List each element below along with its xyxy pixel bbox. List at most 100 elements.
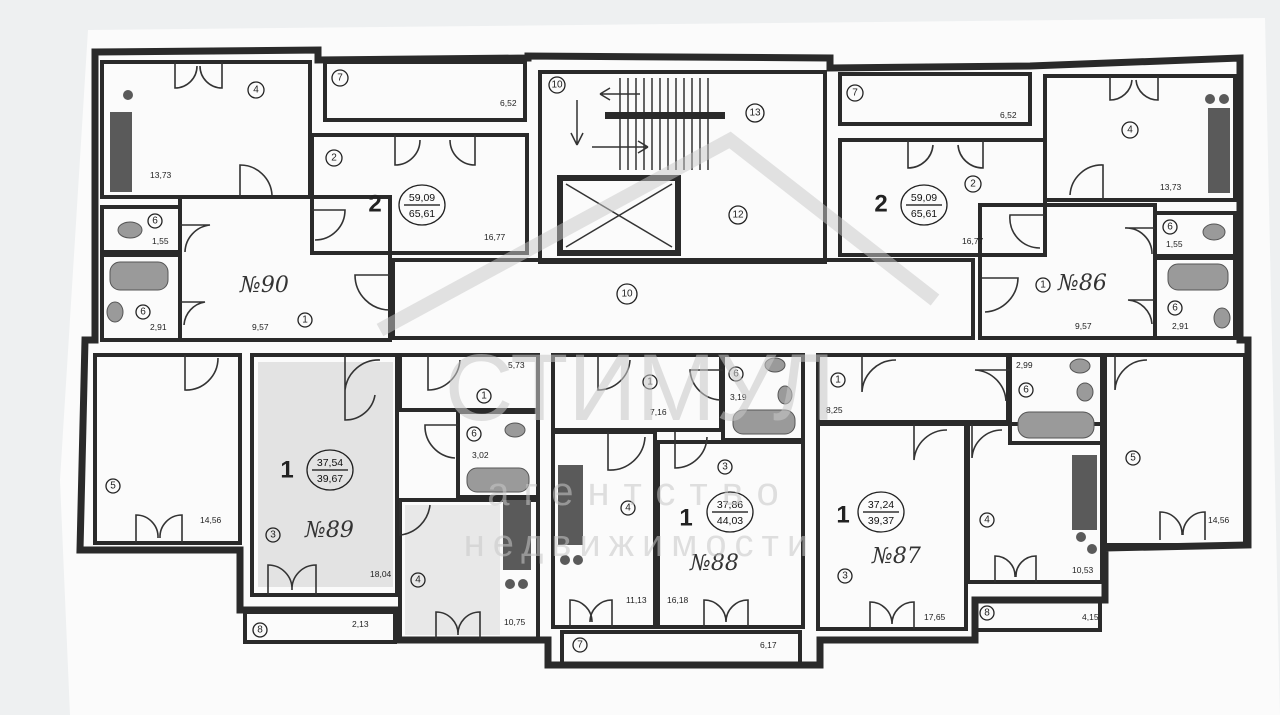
- room-tag: 7: [572, 637, 588, 653]
- svg-text:7: 7: [852, 88, 858, 99]
- apartment-area-badge: [306, 449, 354, 491]
- elevator-shaft: [557, 175, 681, 256]
- svg-text:39,37: 39,37: [868, 515, 894, 527]
- svg-text:№86: №86: [1057, 271, 1107, 296]
- sink-icon: [1202, 223, 1226, 241]
- room-tag: 1: [297, 312, 313, 328]
- watermark: СТИМУЛ агентство недвижимости: [376, 131, 940, 565]
- svg-text:7: 7: [577, 640, 583, 651]
- bathtub: [466, 467, 530, 493]
- svg-text:8,25: 8,25: [826, 405, 843, 415]
- svg-text:6: 6: [471, 429, 477, 440]
- apartment-area-badge: [398, 184, 446, 226]
- svg-text:4: 4: [415, 575, 421, 586]
- sink-icon: [117, 221, 143, 239]
- corridor: 10: [391, 258, 975, 340]
- room-tag: 8: [252, 622, 268, 638]
- apartment-87: 1 8,25 6 2,99 3 17,65 4 10,53 5 14,56 8 …: [816, 353, 1247, 632]
- svg-text:14,56: 14,56: [1208, 515, 1230, 525]
- svg-text:8: 8: [984, 608, 990, 619]
- svg-text:2: 2: [874, 191, 887, 218]
- kitchen-counter: [558, 465, 583, 545]
- svg-text:4,15: 4,15: [1082, 612, 1099, 622]
- svg-text:3,19: 3,19: [730, 392, 747, 402]
- svg-text:2,99: 2,99: [1016, 360, 1033, 370]
- svg-text:59,09: 59,09: [911, 192, 937, 204]
- sink-icon: [504, 422, 526, 438]
- svg-text:2,13: 2,13: [352, 619, 369, 629]
- stove-icon: [123, 90, 133, 100]
- svg-text:3: 3: [722, 462, 728, 473]
- room-tag: 6: [1167, 300, 1183, 316]
- svg-text:6: 6: [1167, 222, 1173, 233]
- svg-text:10: 10: [551, 80, 563, 91]
- svg-text:2,91: 2,91: [1172, 321, 1189, 331]
- stove-icon: [505, 579, 515, 589]
- room-tag: 13: [745, 103, 765, 123]
- room-tag: 4: [979, 512, 995, 528]
- kitchen-counter: [110, 112, 132, 192]
- room-tag: 3: [837, 568, 853, 584]
- svg-text:6,17: 6,17: [760, 640, 777, 650]
- room-tag: 8: [979, 605, 995, 621]
- arrow-down-icon: [570, 100, 584, 146]
- toilet-icon: [106, 301, 124, 323]
- svg-text:17,65: 17,65: [924, 612, 946, 622]
- apartment-86: 7 6,52 4 13,73 2 16,77 6 1,55 6 2,91 1 9…: [838, 72, 1237, 340]
- svg-text:12: 12: [732, 210, 744, 221]
- svg-text:6: 6: [733, 369, 739, 380]
- svg-text:10,53: 10,53: [1072, 565, 1094, 575]
- svg-text:37,86: 37,86: [717, 499, 743, 511]
- room-tag: 6: [728, 366, 744, 382]
- stove-icon: [573, 555, 583, 565]
- svg-text:5,73: 5,73: [508, 360, 525, 370]
- svg-text:№90: №90: [239, 273, 289, 298]
- svg-text:37,24: 37,24: [868, 499, 894, 511]
- svg-text:1: 1: [679, 505, 692, 532]
- svg-text:СТИМУЛ: СТИМУЛ: [445, 335, 835, 441]
- room-tag: 3: [717, 459, 733, 475]
- svg-text:59,09: 59,09: [409, 192, 435, 204]
- bathtub: [1167, 263, 1229, 291]
- room-tag: 1: [1035, 277, 1051, 293]
- room-5-left: 5 14,56: [93, 353, 242, 545]
- apartment-88: 1 7,16 6 3,19 4 11,13 3 16,18 7 6,17 1 3…: [551, 353, 805, 666]
- svg-text:13: 13: [749, 108, 761, 119]
- svg-text:4: 4: [984, 515, 990, 526]
- svg-text:4: 4: [625, 503, 631, 514]
- kitchen-counter: [1208, 108, 1230, 193]
- room-tag: 10: [548, 76, 566, 94]
- apartment-89: 1 5,73 6 3,02 4 10,75 3 18,04 8 2,13 1 3…: [243, 353, 540, 644]
- svg-text:10,75: 10,75: [504, 617, 526, 627]
- arrow-right-icon: [592, 140, 649, 154]
- svg-text:1: 1: [1040, 280, 1046, 291]
- svg-text:2: 2: [368, 191, 381, 218]
- svg-text:9,57: 9,57: [252, 322, 269, 332]
- svg-text:2: 2: [331, 153, 337, 164]
- apartment-90: 4 13,73 7 6,52 2 16,77 6 1,55 6 2,91 1 9…: [100, 60, 529, 342]
- room-tag: 4: [247, 81, 265, 99]
- room-tag: 6: [466, 426, 482, 442]
- svg-text:6: 6: [1172, 303, 1178, 314]
- svg-text:1: 1: [836, 502, 849, 529]
- svg-text:14,56: 14,56: [200, 515, 222, 525]
- bathtub: [732, 409, 796, 435]
- svg-text:1,55: 1,55: [152, 236, 169, 246]
- apartment-area-badge: [900, 184, 948, 226]
- svg-text:6,52: 6,52: [1000, 110, 1017, 120]
- svg-text:№89: №89: [304, 518, 354, 543]
- svg-text:4: 4: [253, 85, 259, 96]
- roof-logo-icon: [376, 131, 940, 337]
- room-tag: 7: [331, 69, 349, 87]
- room-tag: 5: [1125, 450, 1141, 466]
- svg-text:16,77: 16,77: [962, 236, 984, 246]
- room-tag: 7: [846, 84, 864, 102]
- svg-text:3,02: 3,02: [472, 450, 489, 460]
- bathtub: [1017, 411, 1095, 439]
- room-tag: 6: [1018, 382, 1034, 398]
- room-tag: 10: [616, 283, 638, 305]
- svg-text:№88: №88: [689, 551, 739, 576]
- svg-text:39,67: 39,67: [317, 473, 343, 485]
- svg-text:44,03: 44,03: [717, 515, 743, 527]
